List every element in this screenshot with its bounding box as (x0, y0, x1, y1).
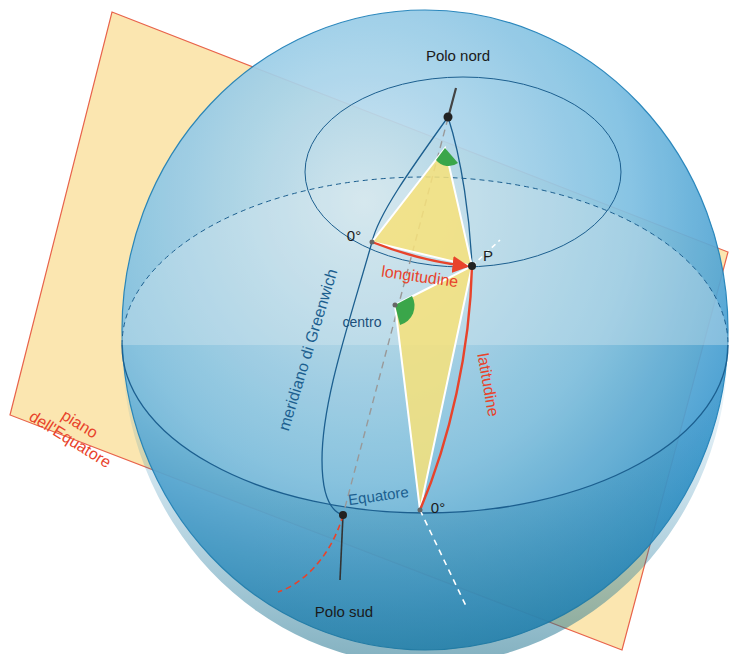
axis-bottom (340, 515, 343, 580)
degree-label: 0° (347, 228, 361, 245)
point-label: P (483, 248, 493, 265)
parallel (305, 77, 621, 267)
pole-label: Polo sud (315, 604, 373, 621)
degree-label: 0° (431, 500, 445, 517)
longitude-triangle (372, 148, 472, 266)
extension (472, 240, 500, 266)
point-p (468, 262, 476, 270)
south-arc (278, 515, 343, 592)
latitude-triangle (395, 266, 472, 510)
latitude-angle (395, 296, 415, 325)
longitude-arc (372, 242, 466, 266)
origin-dot (370, 240, 375, 245)
origin-dot (418, 508, 423, 513)
center-label: centro (343, 315, 382, 330)
latitude-arc (420, 266, 472, 510)
longitude-angle (436, 148, 458, 166)
pole-label: Polo nord (426, 48, 490, 65)
south-pole-dot (339, 511, 347, 519)
extension (420, 510, 466, 606)
north-pole-dot (444, 113, 453, 122)
center-dot (393, 303, 398, 308)
